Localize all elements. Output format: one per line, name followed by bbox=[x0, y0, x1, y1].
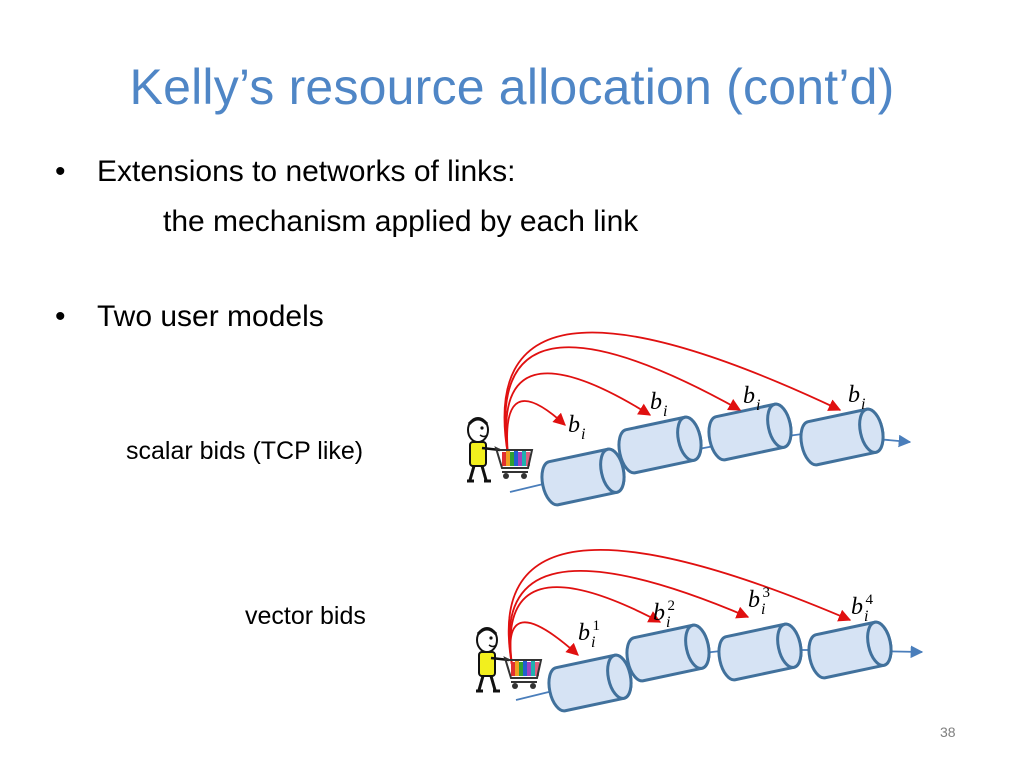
bid-arrow bbox=[508, 570, 750, 666]
bid-arrow bbox=[509, 586, 662, 666]
bid-arrow bbox=[507, 548, 852, 666]
link-cylinder-icon bbox=[707, 402, 793, 462]
link-end-cap bbox=[776, 622, 803, 669]
link-cylinder-icon bbox=[617, 415, 703, 475]
bid-subscript: i bbox=[756, 397, 760, 414]
bid-symbol: b bbox=[851, 594, 863, 620]
bid-subscript: i bbox=[761, 601, 765, 618]
bid-symbol: b bbox=[743, 383, 755, 409]
bid-arrow bbox=[503, 331, 842, 456]
link-end-cap bbox=[858, 407, 885, 454]
bid-symbol: b bbox=[748, 587, 760, 613]
bid-label-1: bi1 bbox=[578, 618, 600, 651]
link-cylinder-icon bbox=[540, 447, 626, 507]
bid-symbol: b bbox=[650, 389, 662, 415]
bid-label-1: bi bbox=[568, 412, 585, 443]
bullet-text: Extensions to networks of links: bbox=[97, 155, 516, 188]
bid-label-2: bi bbox=[650, 389, 667, 420]
bullet-dot: • bbox=[55, 155, 66, 188]
bid-symbol: b bbox=[568, 412, 580, 438]
bid-symbol: b bbox=[653, 600, 665, 626]
bid-superscript: 3 bbox=[762, 585, 770, 601]
vector-bids-label: vector bids bbox=[245, 602, 366, 630]
bid-symbol: b bbox=[578, 620, 590, 646]
bid-label-4: bi4 bbox=[851, 592, 873, 625]
link-end-cap bbox=[676, 415, 703, 462]
person-with-shopping-cart-icon bbox=[467, 417, 534, 483]
bullet-extensions: • Extensions to networks of links: bbox=[55, 155, 516, 189]
link-end-cap bbox=[866, 620, 893, 667]
link-end-cap bbox=[684, 623, 711, 670]
bid-arrow bbox=[506, 400, 566, 456]
bid-label-4: bi bbox=[848, 382, 865, 413]
link-cylinder-icon bbox=[625, 623, 711, 683]
bid-arrow bbox=[505, 372, 652, 456]
bid-subscript: i bbox=[663, 403, 667, 420]
scalar-bids-label: scalar bids (TCP like) bbox=[126, 437, 364, 465]
bid-label-3: bi3 bbox=[748, 585, 770, 618]
bullet-text: Two user models bbox=[97, 300, 324, 333]
link-cylinder-icon bbox=[547, 653, 633, 713]
bid-subscript: i bbox=[861, 396, 865, 413]
bid-arrow bbox=[509, 621, 579, 666]
bid-symbol: b bbox=[848, 382, 860, 408]
bid-subscript: i bbox=[666, 614, 670, 631]
bid-superscript: 4 bbox=[865, 592, 873, 608]
bid-superscript: 1 bbox=[592, 618, 600, 634]
link-cylinder-icon bbox=[799, 407, 885, 467]
bid-label-3: bi bbox=[743, 383, 760, 414]
bullet-dot: • bbox=[55, 300, 66, 333]
bid-subscript: i bbox=[581, 426, 585, 443]
link-end-cap bbox=[606, 653, 633, 700]
page-number: 38 bbox=[940, 724, 956, 740]
bullet-user-models: • Two user models bbox=[55, 300, 324, 334]
bid-subscript: i bbox=[591, 634, 595, 651]
bid-arrow bbox=[504, 346, 742, 456]
link-cylinder-icon bbox=[807, 620, 893, 680]
link-end-cap bbox=[599, 447, 626, 494]
bid-superscript: 2 bbox=[667, 598, 675, 614]
person-with-shopping-cart-icon bbox=[476, 627, 543, 693]
slide-title: Kelly’s resource allocation (cont’d) bbox=[129, 59, 895, 115]
bid-subscript: i bbox=[864, 608, 868, 625]
link-cylinder-icon bbox=[717, 622, 803, 682]
link-end-cap bbox=[766, 402, 793, 449]
bullet-subtext: the mechanism applied by each link bbox=[163, 205, 639, 238]
bid-label-2: bi2 bbox=[653, 598, 675, 631]
